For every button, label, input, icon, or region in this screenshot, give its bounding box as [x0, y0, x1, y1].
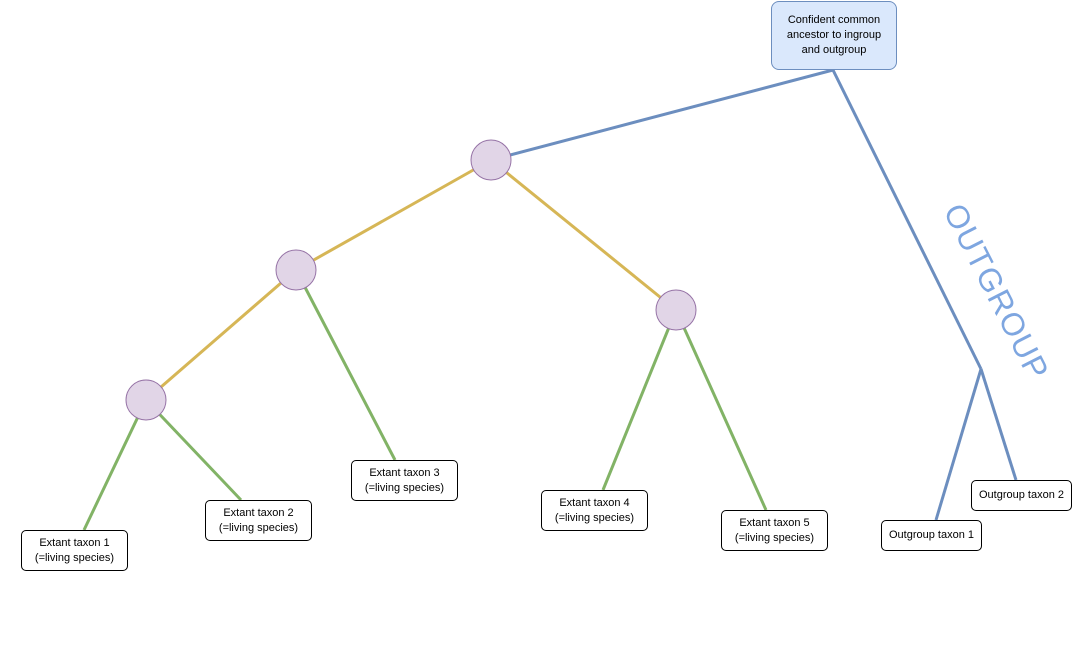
edge-root-ingroup: [490, 68, 834, 162]
edge-taxon-1: [82, 399, 148, 531]
taxon-box-5: Extant taxon 5 (=living species): [721, 510, 828, 551]
edge-ingroup-left: [295, 158, 492, 272]
taxon-box-1: Extant taxon 1 (=living species): [21, 530, 128, 571]
ancestor-node-left: [275, 249, 317, 291]
taxon-name: Extant taxon 1: [39, 536, 110, 549]
root-line-1: Confident common: [787, 14, 881, 26]
outgroup-taxon-box-2: Outgroup taxon 2: [971, 480, 1072, 511]
taxon-name: Extant taxon 2: [223, 506, 294, 519]
root-line-2: ancestor to ingroup: [786, 29, 882, 41]
ancestor-node-right: [655, 289, 697, 331]
edge-outgroup-taxon-1: [934, 368, 983, 521]
edge-outgroup-taxon-2: [979, 368, 1018, 481]
taxon-note: (=living species): [554, 511, 635, 524]
taxon-note: (=living species): [734, 531, 815, 544]
ancestor-node-left-inner: [125, 379, 167, 421]
taxon-box-3: Extant taxon 3 (=living species): [351, 460, 458, 501]
edge-taxon-2: [144, 398, 243, 502]
edge-taxon-5: [674, 309, 768, 511]
root-ancestor-box: Confident common ancestor to ingroup and…: [771, 1, 897, 70]
root-line-3: and outgroup: [801, 44, 867, 56]
taxon-note: (=living species): [34, 551, 115, 564]
ancestor-node-ingroup: [470, 139, 512, 181]
taxon-name: Extant taxon 3: [369, 466, 440, 479]
taxon-name: Extant taxon 4: [559, 496, 630, 509]
taxon-box-4: Extant taxon 4 (=living species): [541, 490, 648, 531]
outgroup-taxon-name: Outgroup taxon 1: [888, 529, 974, 541]
taxon-note: (=living species): [218, 521, 299, 534]
taxon-name: Extant taxon 5: [739, 516, 810, 529]
outgroup-taxon-name: Outgroup taxon 2: [978, 489, 1064, 501]
edge-taxon-4: [601, 309, 678, 491]
edge-left-inner: [145, 268, 297, 402]
outgroup-taxon-box-1: Outgroup taxon 1: [881, 520, 982, 551]
edge-taxon-3: [294, 269, 397, 461]
edge-root-outgroup: [831, 69, 983, 370]
edge-ingroup-right: [490, 158, 677, 312]
taxon-box-2: Extant taxon 2 (=living species): [205, 500, 312, 541]
taxon-note: (=living species): [364, 481, 445, 494]
